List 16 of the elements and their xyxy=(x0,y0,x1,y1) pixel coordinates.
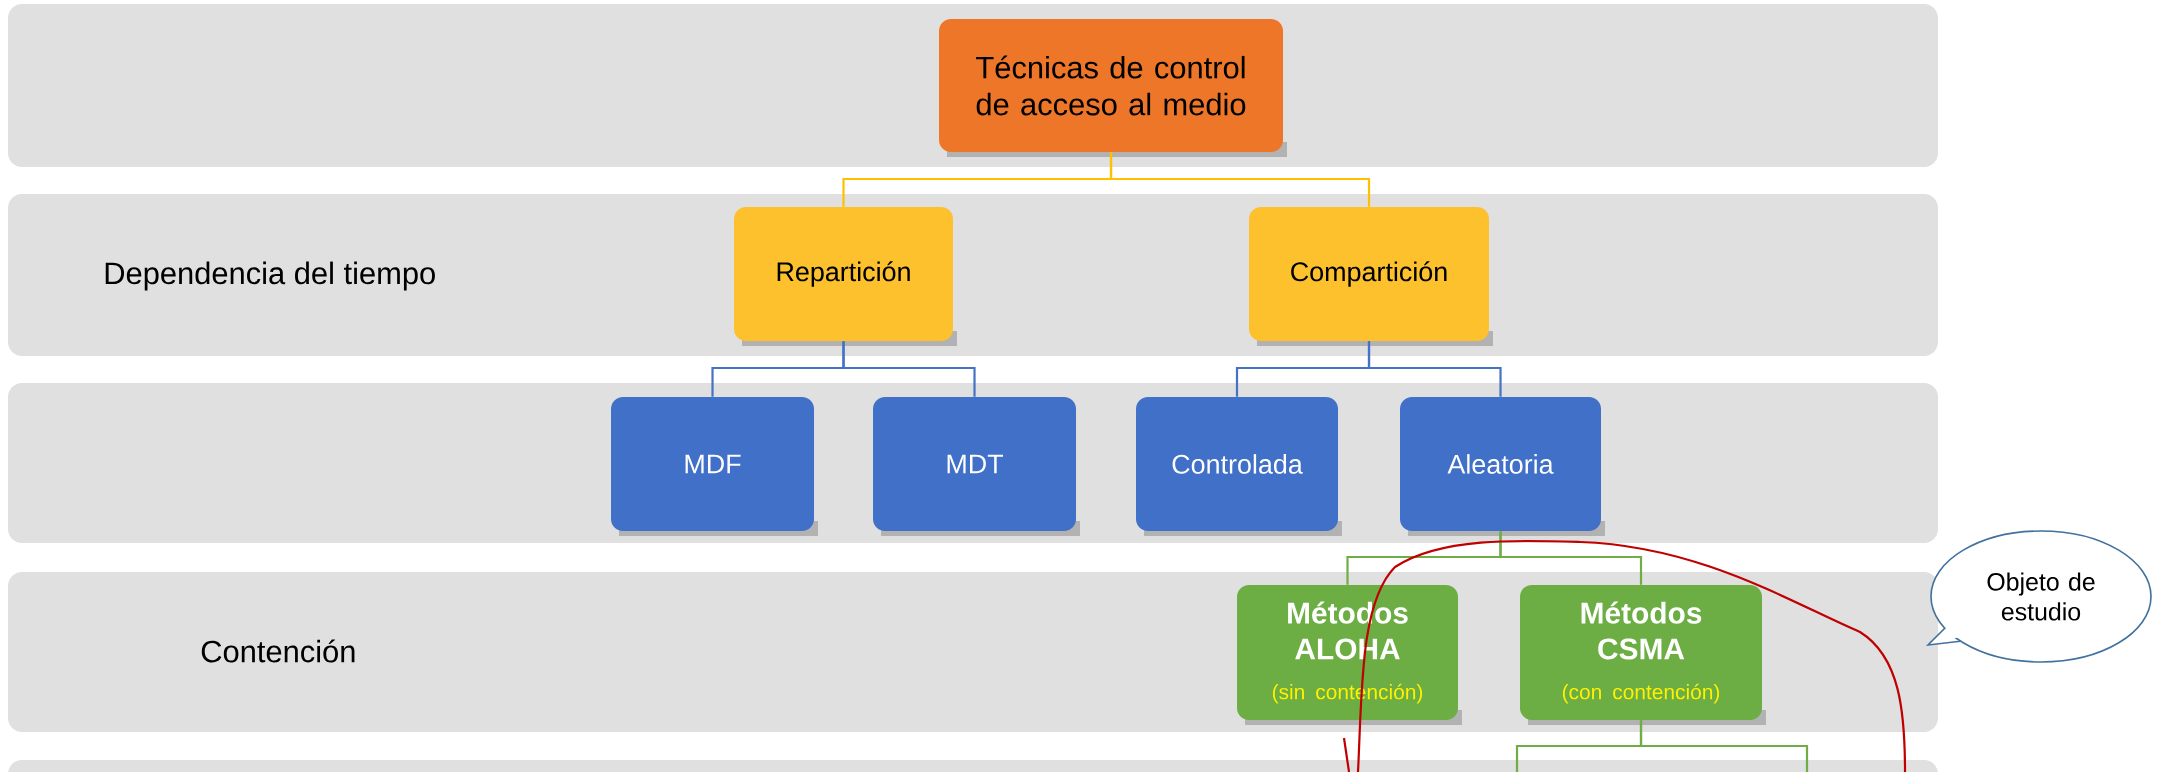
connector-line xyxy=(1109,152,1371,207)
process-box: MDT xyxy=(873,397,1080,536)
connector-line xyxy=(1639,720,1809,772)
process-box: Controlada xyxy=(1136,397,1342,536)
process-box: MDF xyxy=(611,397,818,536)
node-label: Objeto de estudio xyxy=(1987,572,2095,621)
connector-line xyxy=(1367,341,1502,397)
band-background xyxy=(8,760,1938,772)
process-box: Compartición xyxy=(1249,207,1493,346)
process-box: Métodos CSMA (con contención) xyxy=(1520,585,1766,725)
speech-bubble: Objeto de estudio xyxy=(1925,530,2152,663)
process-box: Técnicas de control de acceso al medio xyxy=(939,19,1287,157)
process-box: Aleatoria xyxy=(1400,397,1605,536)
process-box: Repartición xyxy=(734,207,957,346)
connector-line xyxy=(1499,531,1643,585)
connector-line xyxy=(842,341,976,397)
